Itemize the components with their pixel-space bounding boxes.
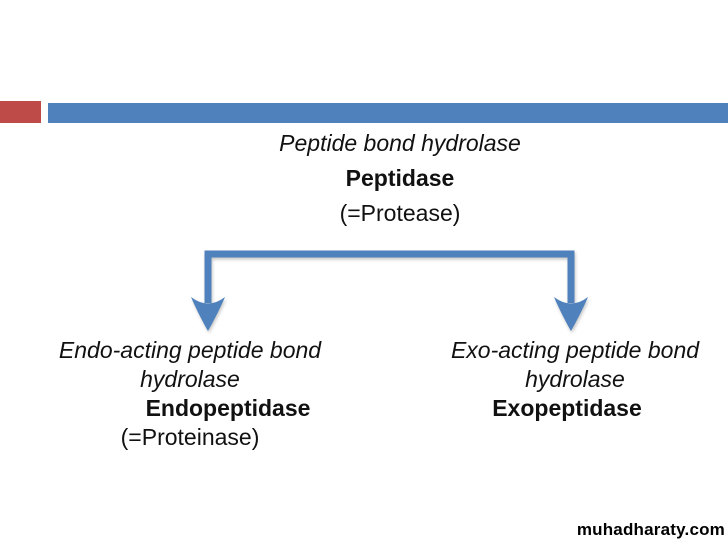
- root-title-protease-synonym: (=Protease): [339, 200, 461, 226]
- exo-description-line1: Exo-acting peptide bond: [450, 337, 700, 363]
- endo-description-line2: hydrolase: [140, 366, 240, 392]
- watermark: muhadharaty.com: [576, 520, 725, 539]
- accent-bar-red: [0, 101, 41, 123]
- endopeptidase-branch: Endo-acting peptide bond hydrolase Endop…: [15, 336, 365, 452]
- left-arrowhead-icon: [191, 297, 225, 331]
- endo-description-line1: Endo-acting peptide bond: [58, 337, 322, 363]
- exopeptidase-label: Exopeptidase: [492, 395, 642, 421]
- accent-bar-blue: [48, 103, 728, 123]
- endopeptidase-label: Endopeptidase: [145, 395, 311, 421]
- proteinase-synonym: (=Proteinase): [120, 424, 260, 450]
- root-title-block: Peptide bond hydrolase Peptidase (=Prote…: [220, 126, 580, 231]
- root-title-peptidase-label: Peptidase: [345, 165, 455, 191]
- exo-description-line2: hydrolase: [525, 366, 625, 392]
- root-title-systematic-name: Peptide bond hydrolase: [279, 130, 521, 156]
- connector-bracket-line: [204, 250, 575, 303]
- exopeptidase-branch: Exo-acting peptide bond hydrolase Exopep…: [425, 336, 725, 423]
- right-arrowhead-icon: [554, 297, 588, 331]
